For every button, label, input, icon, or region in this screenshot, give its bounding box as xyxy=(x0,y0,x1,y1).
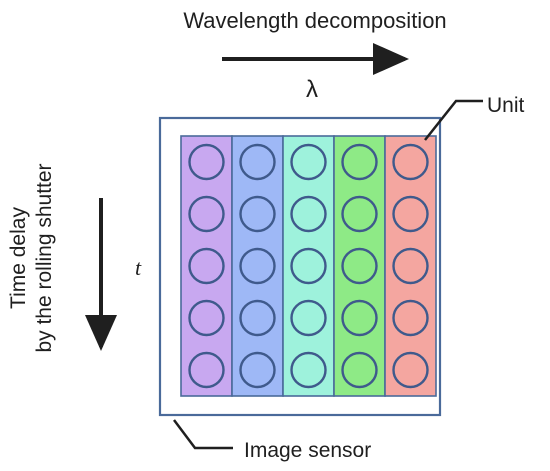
unit-label: Unit xyxy=(487,94,525,117)
unit-circle xyxy=(341,143,378,181)
unit-circle xyxy=(188,351,225,389)
unit-circle xyxy=(290,299,327,337)
time-delay-line-2: by the rolling shutter xyxy=(33,163,56,353)
unit-circle xyxy=(290,351,327,389)
unit-circle xyxy=(341,351,378,389)
image-sensor-label: Image sensor xyxy=(244,439,372,462)
unit-circle xyxy=(341,195,378,233)
unit-circle xyxy=(392,299,429,337)
unit-circle xyxy=(290,247,327,285)
unit-circle xyxy=(239,247,276,285)
unit-circle xyxy=(290,195,327,233)
unit-circle xyxy=(239,143,276,181)
unit-circle xyxy=(188,299,225,337)
unit-leader-line xyxy=(424,99,483,141)
wavelength-decomposition-label: Wavelength decomposition xyxy=(183,8,447,33)
unit-grid xyxy=(188,143,429,389)
time-symbol: t xyxy=(135,255,142,280)
unit-circle xyxy=(239,299,276,337)
unit-circle xyxy=(239,195,276,233)
unit-circle xyxy=(341,247,378,285)
unit-circle xyxy=(188,247,225,285)
unit-circle xyxy=(392,195,429,233)
lambda-symbol: λ xyxy=(306,76,318,103)
unit-circle xyxy=(290,143,327,181)
unit-circle xyxy=(239,351,276,389)
unit-circle xyxy=(188,143,225,181)
unit-circle xyxy=(341,299,378,337)
time-delay-line-1: Time delay xyxy=(7,207,30,309)
sensor-leader-line xyxy=(173,419,233,450)
unit-circle xyxy=(392,143,429,181)
unit-circle xyxy=(392,351,429,389)
wavelength-columns xyxy=(180,135,437,397)
unit-circle xyxy=(392,247,429,285)
unit-circle xyxy=(188,195,225,233)
